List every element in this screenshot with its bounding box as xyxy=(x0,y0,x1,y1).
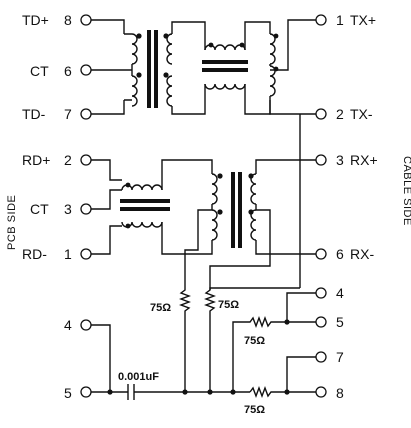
terminal-4-left xyxy=(80,319,92,331)
pin-3-number: 3 xyxy=(64,201,72,217)
pin-5-left-number: 5 xyxy=(64,385,72,401)
terminal-rd-plus xyxy=(80,154,92,166)
pin-td-plus-name: TD+ xyxy=(22,12,49,28)
pin-ct-top-name: CT xyxy=(30,63,49,79)
terminal-td-minus xyxy=(80,108,92,120)
terminal-tx-plus xyxy=(315,14,327,26)
pin-6-number-right: 6 xyxy=(336,246,344,262)
pin-2-number: 2 xyxy=(64,152,72,168)
pin-rd-minus-name: RD- xyxy=(22,246,47,262)
pin-2-number-right: 2 xyxy=(336,106,344,122)
terminal-7-right xyxy=(315,351,327,363)
capacitor-label: 0.001uF xyxy=(118,371,159,383)
terminal-8-right xyxy=(315,386,327,398)
pin-7-number: 7 xyxy=(64,106,72,122)
right-pin-terminals xyxy=(315,14,327,398)
pin-4-left-number: 4 xyxy=(64,317,72,333)
pin-tx-plus-name: TX+ xyxy=(350,12,376,28)
pcb-side-label: PCB SIDE xyxy=(6,195,18,250)
terminal-4-right xyxy=(315,287,327,299)
pin-3-number-right: 3 xyxy=(336,152,344,168)
pin-7-right-number: 7 xyxy=(336,349,344,365)
resistor-1-label: 75Ω xyxy=(150,302,171,314)
terminal-5-right xyxy=(315,316,327,328)
resistor-3-label: 75Ω xyxy=(244,335,265,347)
termination-network xyxy=(91,284,316,400)
pin-rd-plus-name: RD+ xyxy=(22,152,50,168)
terminal-ct-bottom xyxy=(80,203,92,215)
terminal-rx-minus xyxy=(315,248,327,260)
terminal-rd-minus xyxy=(80,248,92,260)
rx-transformer-block xyxy=(91,159,316,284)
pin-rx-plus-name: RX+ xyxy=(350,152,378,168)
terminal-td-plus xyxy=(80,14,92,26)
pin-rx-minus-name: RX- xyxy=(350,246,374,262)
pin-ct-bottom-name: CT xyxy=(30,201,49,217)
pin-tx-minus-name: TX- xyxy=(350,106,373,122)
pin-td-minus-name: TD- xyxy=(22,106,46,122)
pin-6-number: 6 xyxy=(64,63,72,79)
pin-1-number: 1 xyxy=(64,246,72,262)
pin-8-right-number: 8 xyxy=(336,385,344,401)
pin-5-right-number: 5 xyxy=(336,314,344,330)
pin-1-number-right: 1 xyxy=(336,12,344,28)
terminal-5-left xyxy=(80,386,92,398)
pin-4-right-number: 4 xyxy=(336,285,344,301)
resistor-4-label: 75Ω xyxy=(244,404,265,416)
terminal-tx-minus xyxy=(315,108,327,120)
tx-transformer-block xyxy=(91,19,316,115)
terminal-rx-plus xyxy=(315,154,327,166)
cable-side-label: CABLE SIDE xyxy=(401,156,411,226)
terminal-ct-top xyxy=(80,64,92,76)
left-pin-terminals xyxy=(80,14,92,398)
resistor-2-label: 75Ω xyxy=(218,299,239,311)
pin-8-number: 8 xyxy=(64,12,72,28)
